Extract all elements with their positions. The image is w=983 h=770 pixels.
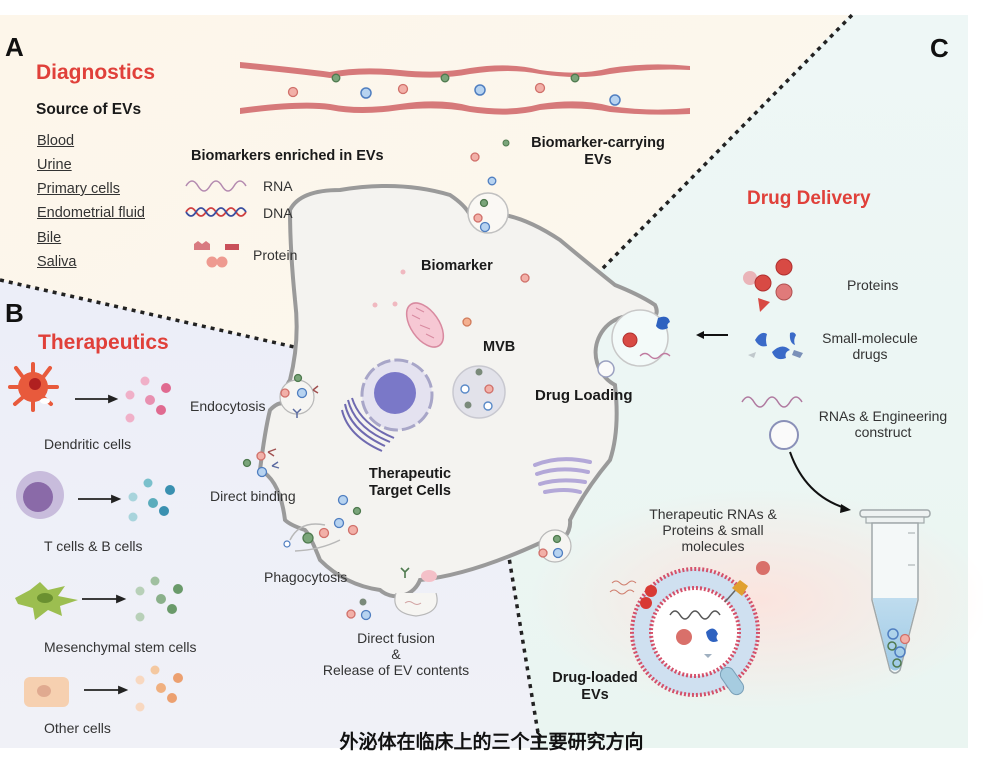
endocytosis-site (279, 373, 319, 418)
dendritic-ev-cluster (125, 376, 171, 423)
rna-construct-line-1: RNAs & Engineering (818, 408, 948, 424)
cell-type-dendritic: Dendritic cells (44, 436, 132, 452)
drug-loaded-ev-icon (609, 561, 770, 697)
protein-cluster-icon (743, 258, 793, 312)
curved-arrow-icon (789, 451, 851, 513)
golgi-icon (533, 457, 592, 494)
biomarker-ev-cluster (467, 139, 510, 234)
endoplasmic-reticulum-icon (341, 397, 395, 452)
engineering-construct-icon (769, 420, 799, 450)
t-b-ev-cluster (128, 478, 175, 522)
direct-fusion-site (346, 567, 438, 621)
biomarker-carrying-line-1: Biomarker-carrying (531, 135, 665, 151)
biomarker-label: Biomarker (421, 258, 493, 274)
biomarker-rna-label: RNA (263, 178, 293, 194)
rna-cargo-icon (741, 396, 803, 408)
source-saliva[interactable]: Saliva (37, 254, 77, 270)
drug-delivery-title: Drug Delivery (747, 188, 871, 209)
mvb-icon (452, 365, 506, 419)
other-ev-cluster (135, 665, 183, 712)
rna-icon (185, 180, 247, 192)
small-molecule-icon (748, 332, 803, 360)
cell-type-t-b: T cells & B cells (44, 538, 143, 554)
panel-letter-c: C (930, 33, 949, 63)
biomarker-carrying-evs-label: Biomarker-carrying EVs (508, 135, 688, 169)
mvb-label: MVB (483, 339, 516, 355)
cargo-proteins-label: Proteins (847, 277, 899, 293)
divider-b-c (481, 399, 542, 746)
direct-binding-site (242, 448, 280, 478)
msc-ev-cluster (135, 576, 183, 622)
biomarker-dna-label: DNA (263, 205, 293, 221)
test-tube-icon (859, 509, 931, 674)
t-b-cell-icon (16, 471, 64, 519)
bottom-margin (0, 748, 983, 765)
cell-type-other: Other cells (44, 720, 111, 736)
source-bile[interactable]: Bile (37, 230, 62, 246)
dna-icon (185, 207, 247, 217)
target-line-1: Therapeutic (368, 466, 452, 482)
therapeutic-cargo-label: Therapeutic RNAs & Proteins & small mole… (633, 506, 793, 554)
therapeutics-title: Therapeutics (38, 331, 169, 354)
target-line-2: Target Cells (369, 483, 451, 499)
biomarker-carrying-line-2: EVs (584, 152, 612, 168)
biomarker-protein-label: Protein (253, 247, 298, 263)
drug-loaded-evs-label: Drug-loaded EVs (535, 670, 655, 704)
small-molecule-line-2: drugs (852, 346, 888, 362)
mitochondrion-icon (405, 302, 445, 348)
mesenchymal-stem-cell-icon (15, 582, 78, 620)
direct-fusion-label: Direct fusion & Release of EV contents (306, 630, 486, 678)
source-urine[interactable]: Urine (37, 157, 72, 173)
drug-loaded-line-2: EVs (581, 687, 609, 703)
source-endometrial-fluid[interactable]: Endometrial fluid (37, 205, 145, 221)
secreted-ev-cluster (538, 529, 572, 563)
cell-type-msc: Mesenchymal stem cells (44, 639, 197, 655)
phagocytosis-site (283, 494, 362, 552)
drug-loaded-line-1: Drug-loaded (552, 670, 638, 686)
divider-a-c (481, 10, 857, 392)
cargo-small-molecule-label: Small-molecule drugs (810, 330, 930, 362)
source-blood[interactable]: Blood (37, 133, 75, 149)
other-cell-icon (24, 677, 69, 707)
divider-a-b (0, 278, 484, 392)
diagnostics-title: Diagnostics (36, 61, 156, 84)
panel-letter-b: B (5, 298, 24, 328)
phagocytosis-label: Phagocytosis (264, 569, 348, 585)
therapeutic-cargo-line-3: molecules (681, 538, 745, 554)
drug-loading-site (597, 309, 671, 378)
drug-loading-label: Drug Loading (535, 387, 633, 404)
protein-icon (194, 241, 239, 268)
therapeutic-target-cells-label: Therapeutic Target Cells (345, 466, 475, 500)
figure-caption: 外泌体在临床上的三个主要研究方向 (339, 731, 644, 753)
endocytosis-label: Endocytosis (190, 398, 266, 414)
fusion-line-1: Direct fusion (357, 630, 435, 646)
dendritic-cell-icon (8, 362, 59, 412)
therapeutic-cargo-line-1: Therapeutic RNAs & (649, 506, 777, 522)
fusion-line-2: & (391, 646, 401, 662)
cell-arrows (75, 394, 129, 695)
loading-arrow-icon (696, 331, 728, 339)
cargo-rna-construct-label: RNAs & Engineering construct (803, 408, 963, 440)
blood-vessel-icon (240, 62, 690, 115)
rna-construct-line-2: construct (854, 424, 912, 440)
biomarkers-heading: Biomarkers enriched in EVs (191, 148, 384, 164)
nucleus-icon (360, 358, 434, 432)
source-heading: Source of EVs (36, 101, 142, 118)
source-primary-cells[interactable]: Primary cells (37, 181, 120, 197)
panel-letter-a: A (5, 32, 24, 62)
small-molecule-line-1: Small-molecule (822, 330, 918, 346)
therapeutic-cargo-line-2: Proteins & small (662, 522, 764, 538)
direct-binding-label: Direct binding (210, 488, 296, 504)
fusion-line-3: Release of EV contents (322, 662, 470, 678)
